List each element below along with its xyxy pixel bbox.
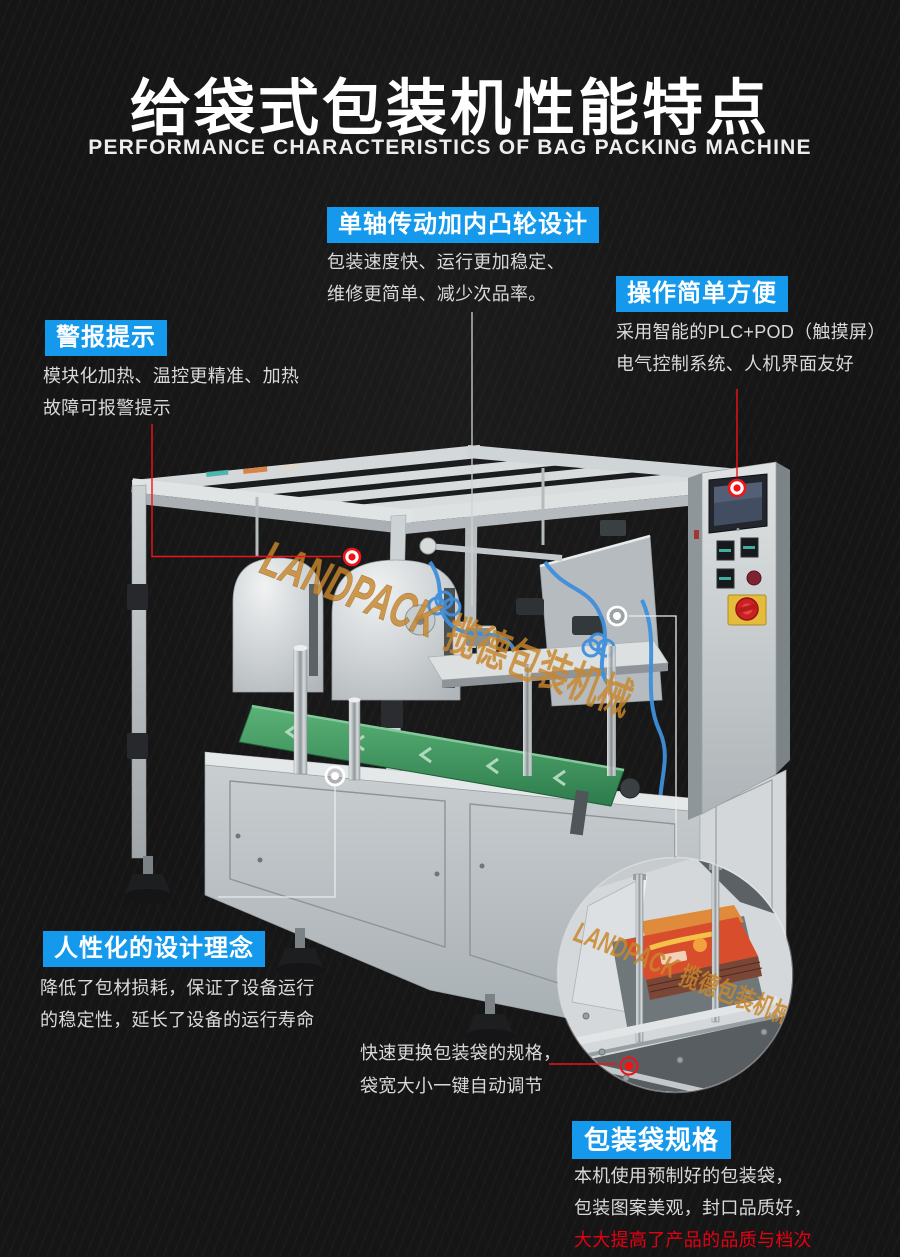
- feature-text-line: 故障可报警提示: [43, 398, 172, 418]
- touch-screen: [708, 473, 768, 534]
- feature-text-quick-bag-change: 快速更换包装袋的规格， 袋宽大小一键自动调节: [360, 1037, 561, 1103]
- feature-text-line-highlight: 大大提高了产品的品质与档次: [574, 1230, 812, 1250]
- feature-text-line: 电气控制系统、人机界面友好: [616, 354, 854, 374]
- emergency-stop-button: [727, 594, 767, 626]
- target-marker-detail: [606, 605, 628, 627]
- feature-text-line: 的稳定性，延长了设备的运行寿命: [40, 1010, 315, 1030]
- feature-text-line: 包装速度快、运行更加稳定、: [327, 252, 565, 272]
- feature-text-line: 采用智能的PLC+POD（触摸屏）: [616, 322, 886, 342]
- feature-text-alarm: 模块化加热、温控更精准、加热 故障可报警提示: [43, 360, 299, 424]
- feature-text-line: 快速更换包装袋的规格，: [360, 1043, 562, 1063]
- callout-line-humanized: [218, 786, 336, 898]
- control-panel: [688, 461, 790, 820]
- feature-label-humanized-design: 人性化的设计理念: [43, 931, 265, 967]
- callouts: [151, 312, 747, 1076]
- page-title: 给袋式包装机性能特点: [129, 74, 770, 142]
- conveyor-belt: [238, 704, 641, 836]
- feature-text-line: 袋宽大小一键自动调节: [360, 1076, 543, 1096]
- feature-label-cam-design: 单轴传动加内凸轮设计: [327, 207, 599, 243]
- page-subtitle: PERFORMANCE CHARACTERISTICS OF BAG PACKI…: [88, 136, 812, 159]
- detail-circle: LANDPACK 揽德包装机械: [556, 856, 794, 1094]
- target-marker-humanized: [324, 765, 346, 787]
- feature-text-cam-design: 包装速度快、运行更加稳定、 维修更简单、减少次品率。: [327, 246, 565, 310]
- feature-label-bag-spec: 包装袋规格: [572, 1121, 732, 1159]
- callout-line-detail: [629, 615, 677, 856]
- feature-text-humanized-design: 降低了包材损耗，保证了设备运行 的稳定性，延长了设备的运行寿命: [40, 972, 315, 1036]
- feature-text-line: 维修更简单、减少次品率。: [327, 284, 547, 304]
- feature-text-line: 本机使用预制好的包装袋，: [574, 1166, 794, 1186]
- machine-feet: [124, 856, 515, 1043]
- callout-line-alarm: [151, 424, 341, 558]
- target-marker-alarm: [342, 547, 362, 567]
- feature-text-line: 模块化加热、温控更精准、加热: [43, 366, 300, 386]
- temperature-controllers: [716, 537, 762, 589]
- feature-text-line: 包装图案美观，封口品质好，: [574, 1198, 812, 1218]
- feature-text-line: 降低了包材损耗，保证了设备运行: [40, 978, 315, 998]
- pneumatic-tubes: [427, 560, 667, 823]
- feature-label-alarm: 警报提示: [45, 320, 167, 356]
- canopy-frame: [131, 444, 787, 534]
- feature-label-easy-operation: 操作简单方便: [616, 276, 788, 312]
- feature-text-bag-spec: 本机使用预制好的包装袋， 包装图案美观，封口品质好， 大大提高了产品的品质与档次: [574, 1160, 812, 1256]
- target-marker-operation: [727, 478, 747, 498]
- target-marker-bag-change: [619, 1056, 639, 1076]
- feature-text-easy-operation: 采用智能的PLC+POD（触摸屏） 电气控制系统、人机界面友好: [616, 316, 886, 380]
